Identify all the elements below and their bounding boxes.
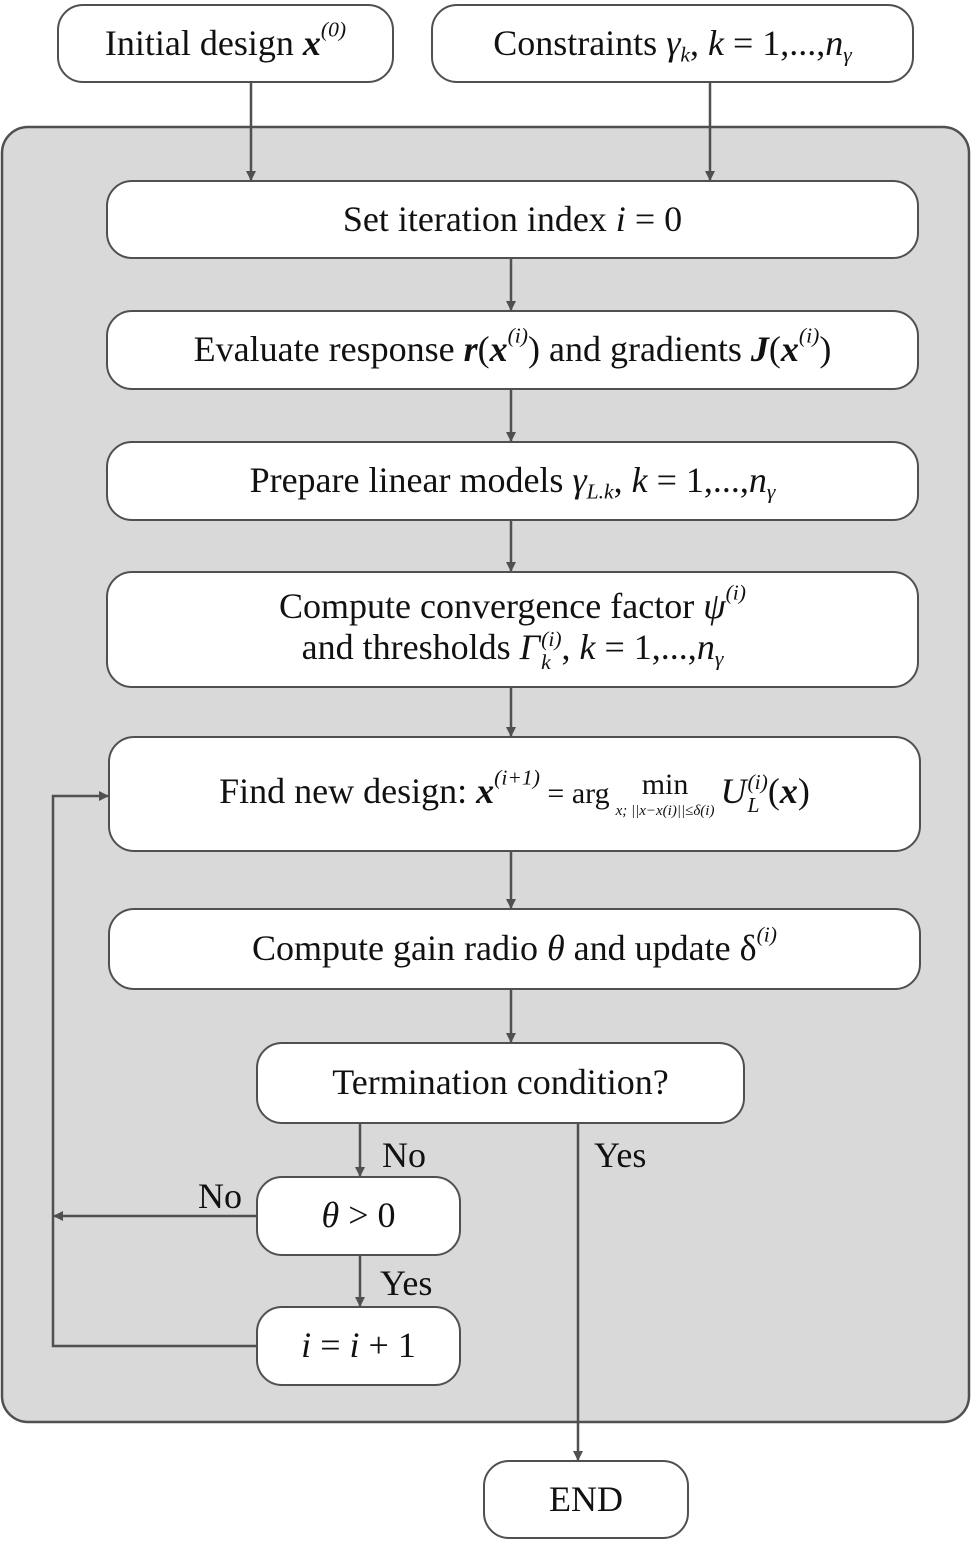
theta-check-box: θ > 0 [256,1176,461,1256]
label-yes-theta: Yes [380,1263,433,1303]
set-iteration-box: Set iteration index i = 0 [106,180,919,259]
evaluate-response-box: Evaluate response r(x(i)) and gradients … [106,310,919,390]
constraints-box: Constraints γk, k = 1,...,nγ [431,4,914,83]
termination-condition-box: Termination condition? [256,1042,745,1124]
arrow-loop-back [51,791,256,1348]
initial-design-box: Initial design x(0) [57,4,394,83]
prepare-models-box: Prepare linear models γL.k, k = 1,...,nγ [106,441,919,521]
label-no-theta: No [198,1176,242,1216]
compute-convergence-box: Compute convergence factor ψ(i) and thre… [106,571,919,688]
increment-box: i = i + 1 [256,1306,461,1386]
label-no-termination: No [382,1135,426,1175]
compute-gain-box: Compute gain radio θ and update δ(i) [108,908,921,990]
label-yes-termination: Yes [594,1135,647,1175]
end-box: END [483,1460,689,1539]
